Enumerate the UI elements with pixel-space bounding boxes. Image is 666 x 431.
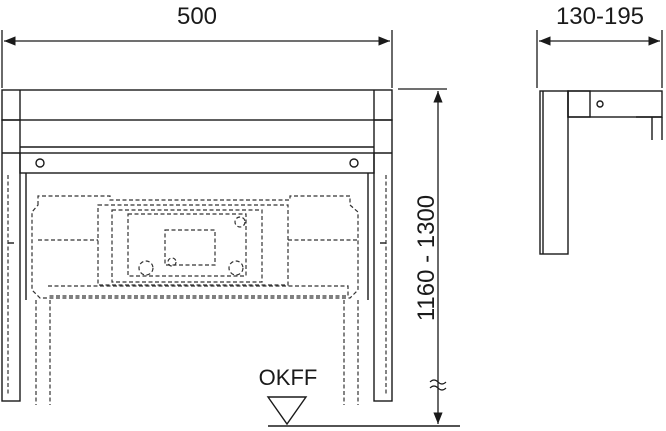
cistern-hidden-lines [7,175,387,405]
width-dimension-label: 500 [177,3,217,30]
floor-reference: OKFF [259,365,460,427]
depth-dimension-label: 130-195 [556,3,644,30]
height-dimension: 1160 - 1300 [398,88,447,424]
front-view-frame [1,89,393,402]
floor-level-triangle-icon [266,396,308,426]
floor-level-label: OKFF [259,365,318,390]
depth-dimension: 130-195 [536,3,663,88]
side-view-frame [539,90,663,255]
width-dimension: 500 [1,3,393,88]
height-dimension-label: 1160 - 1300 [413,195,440,321]
